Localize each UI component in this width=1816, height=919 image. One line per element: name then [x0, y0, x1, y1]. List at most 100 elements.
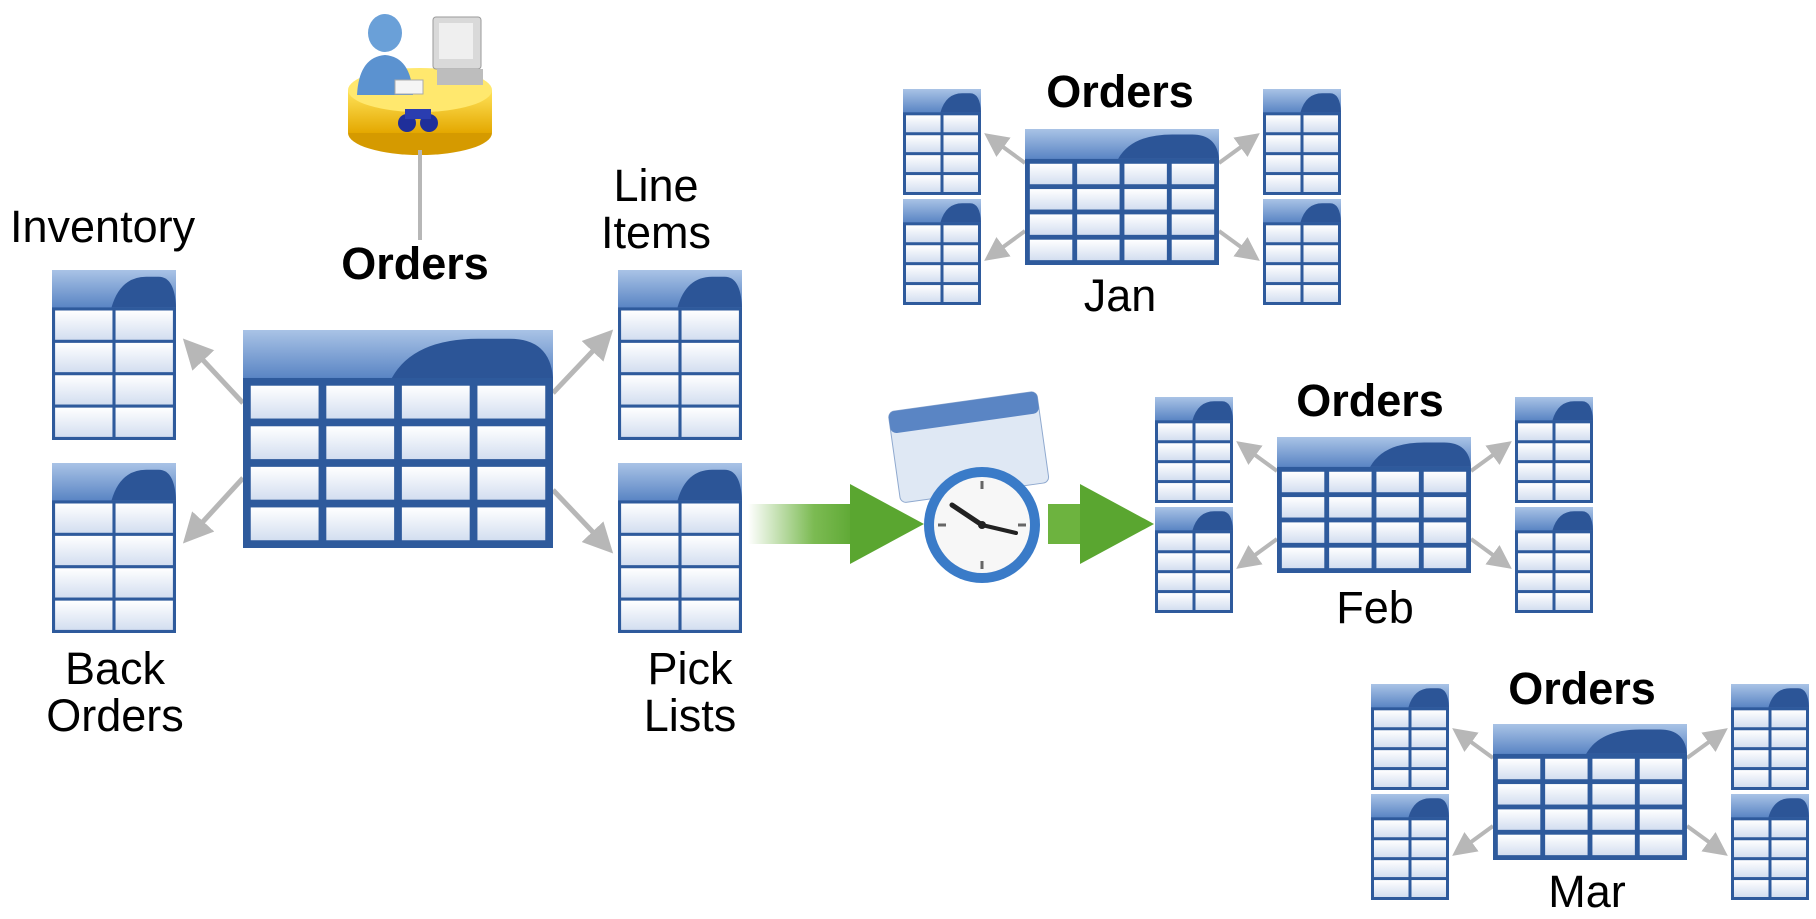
- table-cell: [1423, 471, 1467, 493]
- partition-feb-month: Feb: [1336, 582, 1414, 633]
- back-orders-label-line2: Orders: [46, 690, 184, 742]
- table-cell: [1592, 834, 1635, 856]
- orders-table: [243, 330, 553, 548]
- partition-mar-title: Orders: [1508, 663, 1656, 714]
- table-cell: [55, 375, 113, 405]
- line-items-label: Line Items: [586, 162, 726, 257]
- line-items-table: [618, 270, 742, 440]
- table-cell: [1303, 265, 1338, 283]
- table-cell: [1518, 553, 1553, 571]
- table-cell: [1303, 135, 1338, 153]
- table-cell: [1555, 443, 1590, 461]
- table-cell: [250, 426, 319, 460]
- table-cell: [1411, 750, 1446, 768]
- table-cell: [943, 175, 978, 192]
- table-cell: [1029, 189, 1073, 210]
- table-cell: [1266, 285, 1301, 302]
- mar-table-bottom-right: [1731, 794, 1809, 900]
- table-cell: [55, 342, 113, 373]
- table-cell: [943, 115, 978, 133]
- clock-calendar-icon: [888, 391, 1050, 583]
- mar-table-top-left: [1371, 684, 1449, 790]
- table-cell: [1734, 750, 1769, 768]
- table-cell: [1266, 175, 1301, 192]
- table-cell: [943, 285, 978, 302]
- table-cell: [1771, 880, 1806, 897]
- feb-table-bottom-left: [1155, 507, 1233, 613]
- table-cell: [115, 503, 173, 533]
- table-cell: [906, 135, 941, 153]
- table-cell: [1639, 809, 1683, 830]
- table-cell: [1124, 239, 1167, 261]
- table-cell: [943, 245, 978, 263]
- table-cell: [1029, 214, 1073, 235]
- relation-arrow: [551, 488, 614, 554]
- jan-table-bottom-right: [1263, 199, 1341, 305]
- table-cell: [1303, 225, 1338, 243]
- green-arrow-icon: [748, 484, 1154, 564]
- table-cell: [1029, 239, 1073, 261]
- table-cell: [55, 503, 113, 533]
- table-cell: [1497, 758, 1541, 780]
- table-cell: [1124, 163, 1167, 185]
- table-cell: [1171, 214, 1215, 235]
- table-cell: [1411, 820, 1446, 838]
- back-orders-table: [52, 463, 176, 633]
- table-cell: [1158, 483, 1193, 500]
- back-orders-label: Back Orders: [30, 645, 200, 740]
- partition-jan-month: Jan: [1083, 270, 1157, 321]
- table-cell: [943, 155, 978, 173]
- table-cell: [1555, 533, 1590, 551]
- table-cell: [1158, 573, 1193, 591]
- table-cell: [1545, 834, 1588, 856]
- table-cell: [1771, 730, 1806, 748]
- table-cell: [1734, 710, 1769, 728]
- table-cell: [1374, 820, 1409, 838]
- table-cell: [1423, 497, 1467, 518]
- relation-arrow: [551, 329, 614, 395]
- mar-table-bottom-left: [1371, 794, 1449, 900]
- relation-arrow: [1217, 133, 1260, 165]
- table-cell: [1303, 155, 1338, 173]
- table-cell: [1329, 471, 1372, 493]
- table-cell: [1266, 115, 1301, 133]
- table-cell: [1545, 784, 1588, 805]
- jan-table-top-right: [1263, 89, 1341, 195]
- table-cell: [681, 342, 739, 373]
- partition-feb-title: Orders: [1296, 375, 1444, 426]
- table-cell: [1376, 497, 1419, 518]
- table-cell: [1411, 730, 1446, 748]
- table-cell: [906, 225, 941, 243]
- table-cell: [1077, 163, 1120, 185]
- table-cell: [1555, 593, 1590, 610]
- table-cell: [1266, 245, 1301, 263]
- table-cell: [1077, 214, 1120, 235]
- table-cell: [1195, 463, 1230, 481]
- table-cell: [1195, 443, 1230, 461]
- table-cell: [1266, 265, 1301, 283]
- relation-arrow: [1452, 728, 1495, 760]
- table-cell: [943, 265, 978, 283]
- table-cell: [1329, 547, 1372, 569]
- table-cell: [906, 265, 941, 283]
- table-cell: [1592, 758, 1635, 780]
- table-cell: [1281, 497, 1325, 518]
- table-cell: [1771, 860, 1806, 878]
- table-cell: [1771, 820, 1806, 838]
- relation-arrow: [182, 338, 245, 405]
- relation-arrow: [1469, 537, 1512, 569]
- table-cell: [681, 535, 739, 566]
- table-cell: [1266, 135, 1301, 153]
- feb-orders-table: [1277, 437, 1471, 573]
- table-cell: [621, 568, 679, 598]
- table-cell: [906, 285, 941, 302]
- tables-layer: [52, 89, 1809, 900]
- relation-arrow: [1685, 824, 1728, 856]
- pick-lists-label-line2: Lists: [643, 690, 737, 742]
- partition-jan-title: Orders: [1046, 66, 1194, 117]
- table-cell: [115, 342, 173, 373]
- table-cell: [1555, 483, 1590, 500]
- table-cell: [1303, 115, 1338, 133]
- table-cell: [1411, 840, 1446, 858]
- relation-arrow: [984, 229, 1027, 261]
